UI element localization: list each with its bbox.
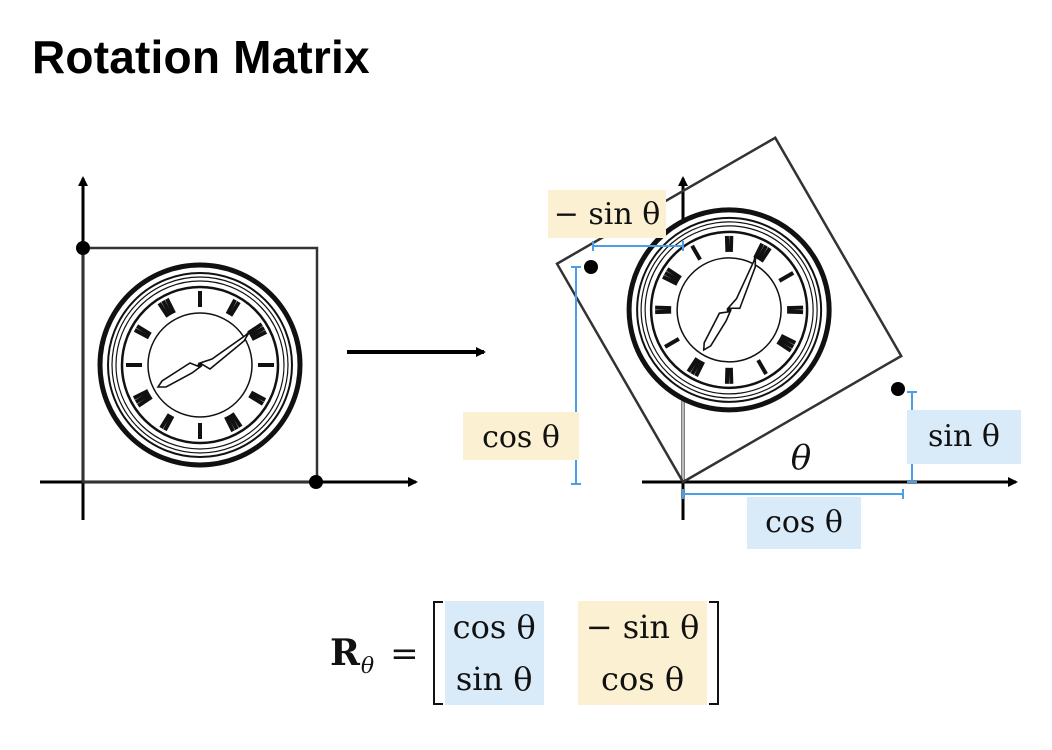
neg-sin-box (548, 190, 666, 238)
left-clock-image (100, 265, 300, 465)
rotation-diagram: − sin θ cos θ sin θ cos θ θ (40, 136, 1021, 549)
matrix-subscript: θ (360, 654, 375, 679)
matrix-cell-r1c2: − sin θ (585, 608, 700, 646)
equals-sign: = (390, 634, 419, 674)
right-bracket (709, 601, 720, 705)
left-corner-top (76, 241, 90, 255)
cos-bottom-label: cos θ (765, 505, 843, 540)
left-bracket (432, 601, 443, 705)
matrix-column-1: cos θ sin θ (444, 601, 544, 705)
theta-angle-label: θ (791, 438, 811, 478)
dim-cos-bottom-line (682, 489, 904, 499)
left-square (81, 246, 319, 484)
left-corner-right (309, 475, 323, 489)
right-rotated-group (555, 136, 903, 484)
matrix-body: cos θ sin θ − sin θ cos θ (432, 601, 720, 705)
matrix-column-2: − sin θ cos θ (577, 601, 708, 705)
sin-right-label: sin θ (928, 419, 1000, 454)
neg-sin-label: − sin θ (554, 197, 661, 232)
right-rotated-square (555, 136, 903, 484)
matrix-cell-r1c1: cos θ (452, 608, 536, 646)
matrix-cell-r2c2: cos θ (601, 660, 685, 698)
right-corner-right (891, 382, 905, 396)
sin-right-box (907, 410, 1021, 464)
cos-bottom-box (747, 497, 861, 549)
right-corner-top (584, 260, 598, 274)
matrix-cell-r2c1: sin θ (455, 660, 533, 698)
cos-left-box (463, 412, 579, 460)
slide-title: Rotation Matrix (32, 31, 370, 83)
matrix-symbol: R (330, 632, 360, 674)
cos-left-label: cos θ (482, 420, 560, 455)
dim-neg-sin-line (592, 241, 684, 251)
